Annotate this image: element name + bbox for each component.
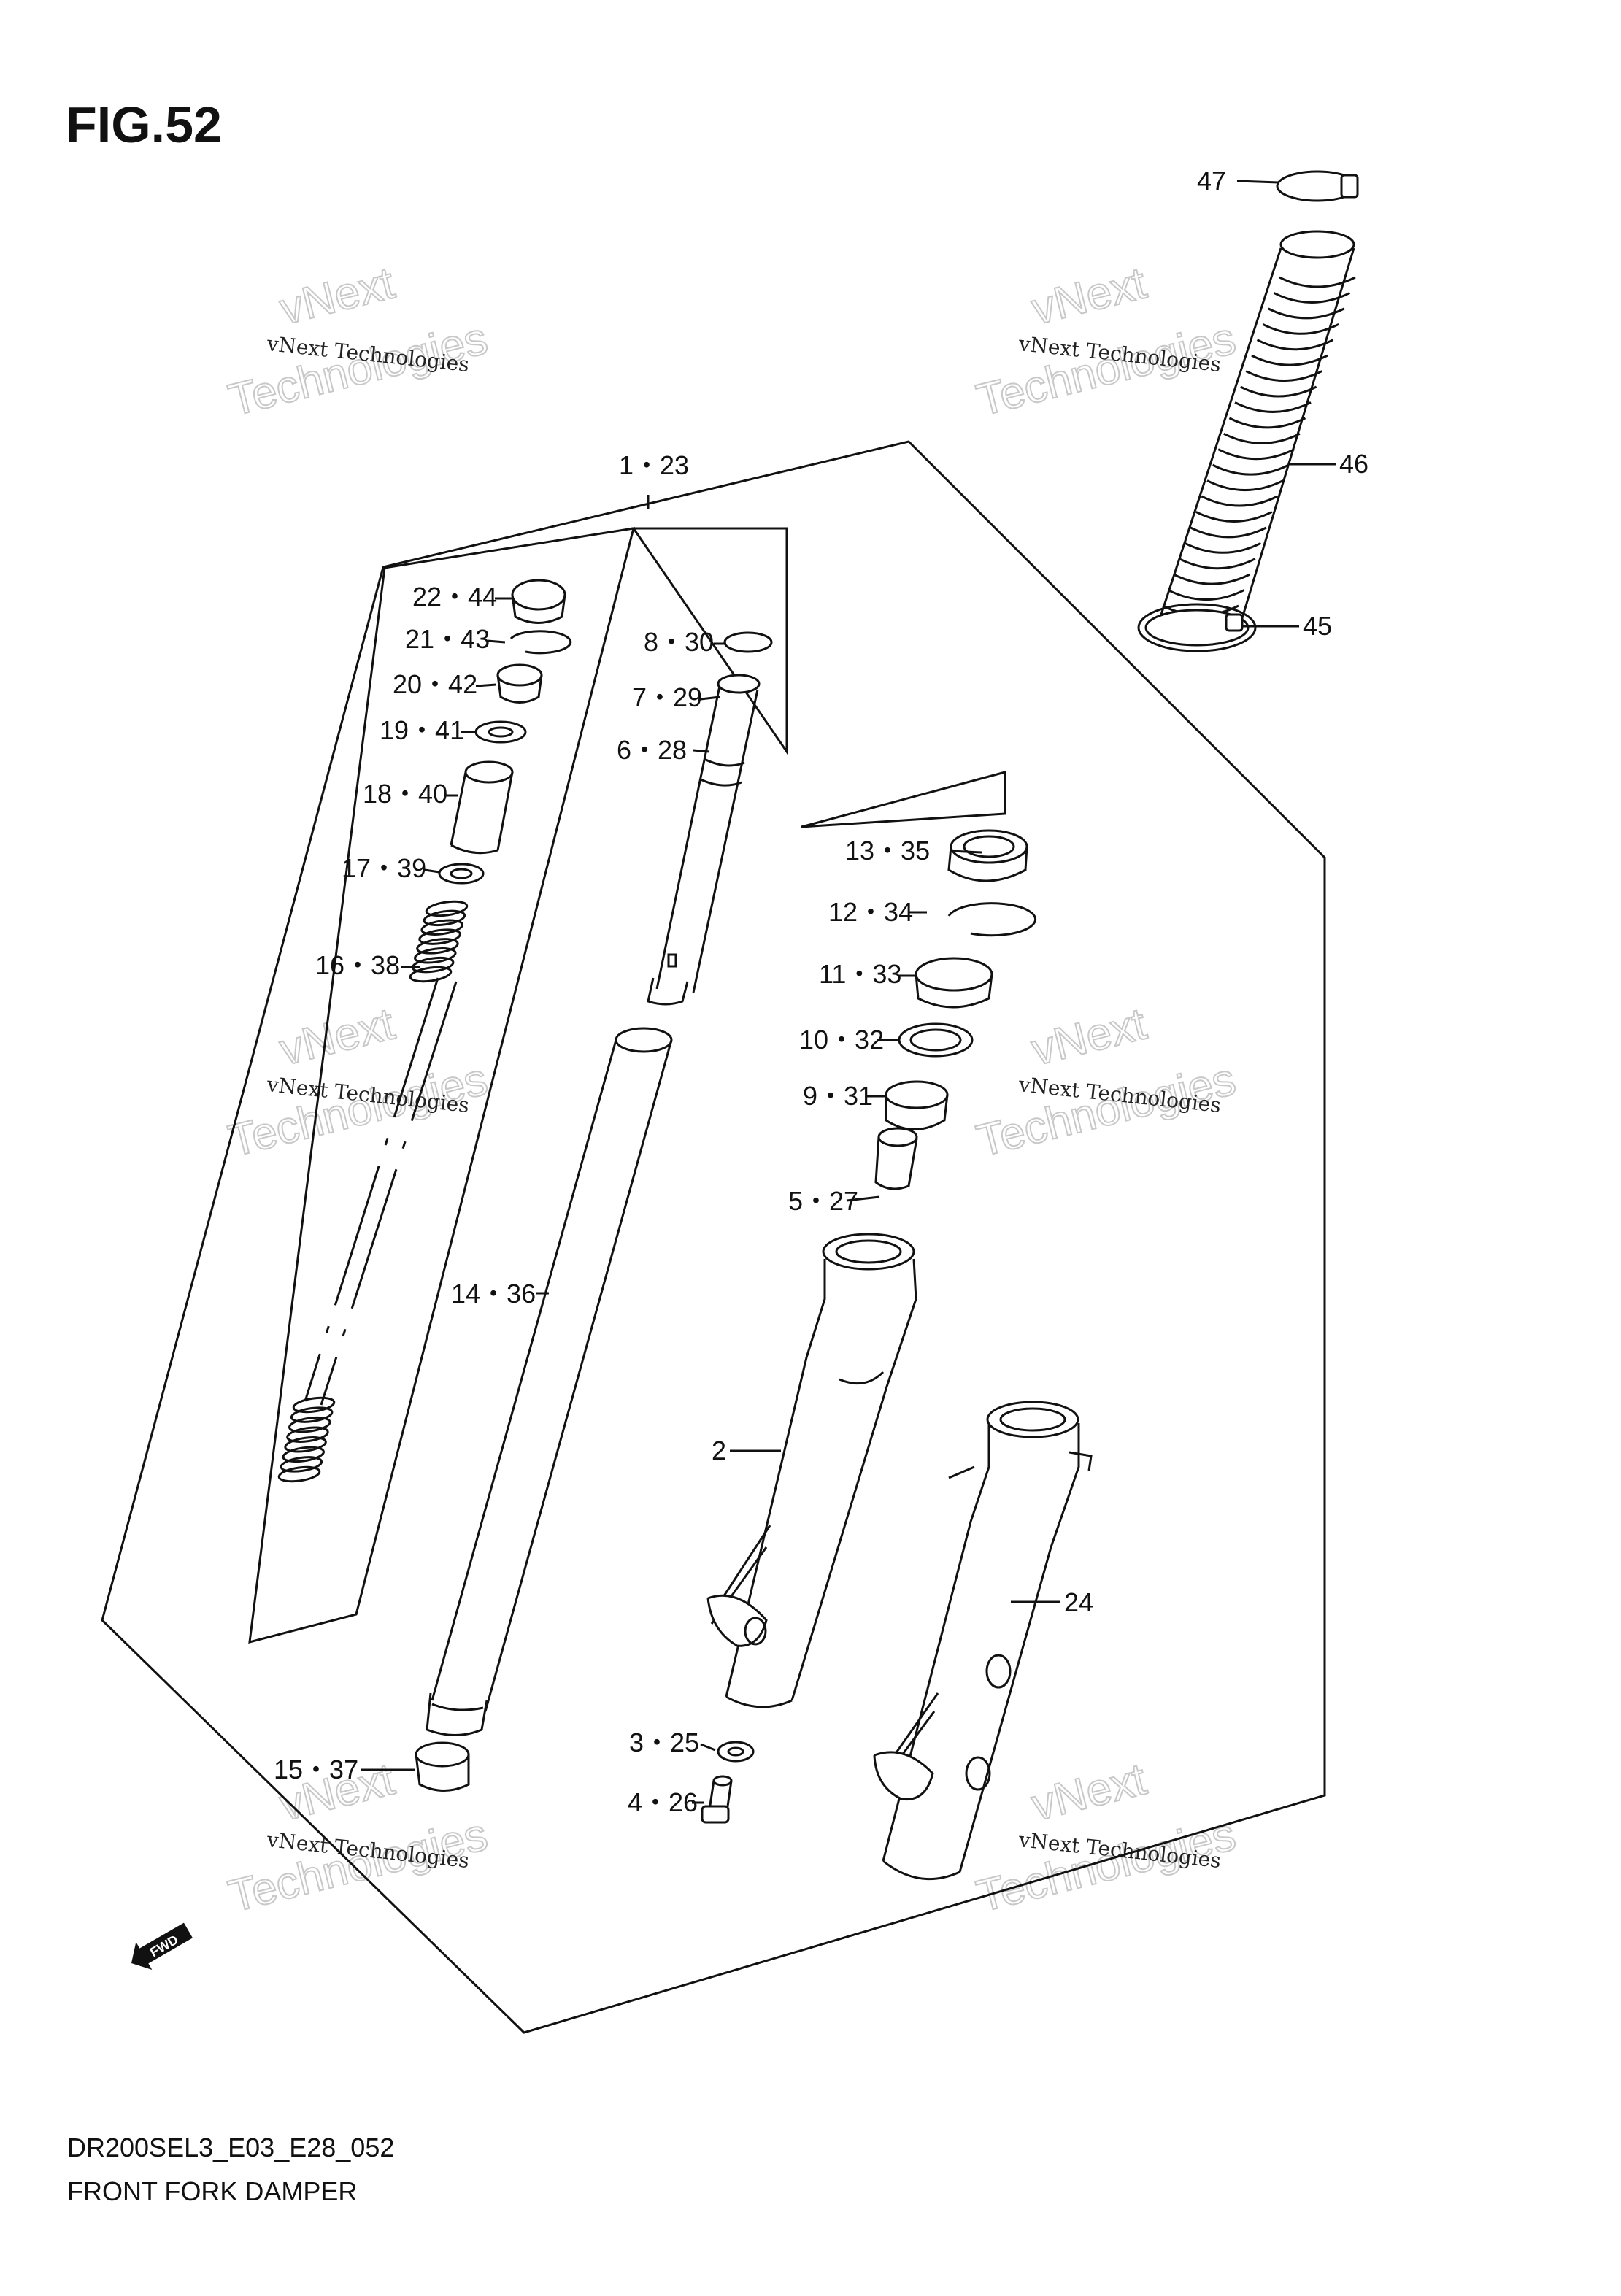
callout-4-26: 4・26 <box>628 1787 698 1817</box>
gasket-washer <box>717 1741 755 1763</box>
snap-ring <box>509 630 572 655</box>
fork-spring <box>277 900 469 1483</box>
callout-1-23: 1・23 <box>619 450 689 480</box>
callout-12-34: 12・34 <box>828 897 913 927</box>
fork-cap-bolt <box>511 579 566 624</box>
watermark-big-1: vNext <box>275 998 399 1075</box>
dust-seal <box>947 829 1028 882</box>
oil-seal-retainer <box>898 1022 974 1058</box>
spring-seat <box>496 663 543 704</box>
dust-boot <box>1144 230 1356 647</box>
callout-22-44: 22・44 <box>412 582 497 612</box>
callout-3-25: 3・25 <box>629 1727 699 1757</box>
callout-18-40: 18・40 <box>363 779 447 809</box>
watermark-mid-right: vNext Technologies vNext Technologies <box>971 998 1241 1167</box>
forward-direction-badge: FWD <box>131 1922 193 1971</box>
spring-group-outline <box>248 527 636 1644</box>
seal-group-outline <box>801 771 1006 828</box>
callout-19-41: 19・41 <box>380 715 464 745</box>
callout-7-29: 7・29 <box>632 682 702 712</box>
slide-bushing-15 <box>415 1741 470 1792</box>
assembly-outline <box>101 440 1326 2034</box>
callout-47: 47 <box>1197 166 1226 196</box>
callout-5-27: 5・27 <box>788 1186 858 1216</box>
watermark-mid-left: vNext Technologies vNext Technologies <box>223 998 493 1167</box>
oil-seal-stopper-ring <box>947 902 1037 937</box>
washer-17 <box>438 863 485 885</box>
watermark-bottom-right: vNext Technologies vNext Technologies <box>971 1753 1241 1922</box>
callout-16-38: 16・38 <box>315 950 400 980</box>
outer-tube-right <box>706 1233 917 1708</box>
watermark-big-1: vNext <box>1027 258 1151 334</box>
damper-rod-bolt <box>701 1775 733 1824</box>
watermark-big-1: vNext <box>275 258 399 334</box>
watermark-top-right: vNext Technologies vNext Technologies <box>971 257 1241 426</box>
callout-labels: 47 46 45 1・23 22・44 21・43 20・42 19・41 18… <box>274 166 1368 1817</box>
callout-20-42: 20・42 <box>393 669 477 699</box>
callout-46: 46 <box>1339 449 1368 479</box>
callout-17-39: 17・39 <box>342 853 426 883</box>
callout-21-43: 21・43 <box>405 624 490 654</box>
boot-clamp-top <box>1276 170 1359 202</box>
callout-13-35: 13・35 <box>845 836 930 866</box>
washer-19 <box>474 720 527 744</box>
guide-metal <box>885 1080 949 1130</box>
callout-2: 2 <box>712 1436 726 1465</box>
callout-15-37: 15・37 <box>274 1754 358 1784</box>
oil-seal <box>915 957 993 1009</box>
callout-24: 24 <box>1064 1587 1093 1617</box>
callout-10-32: 10・32 <box>799 1025 884 1055</box>
callout-45: 45 <box>1303 611 1332 641</box>
oil-lock-piece <box>874 1127 918 1190</box>
figure-code: DR200SEL3_E03_E28_052 <box>67 2133 394 2162</box>
inner-tube <box>426 1027 673 1736</box>
boot-clamp-bottom <box>1137 603 1257 652</box>
figure-title: FRONT FORK DAMPER <box>67 2176 357 2206</box>
callout-11-33: 11・33 <box>819 959 901 989</box>
watermark-big-1: vNext <box>1027 998 1151 1075</box>
figure-number: FIG.52 <box>66 96 222 153</box>
spacer-pipe <box>450 760 514 855</box>
damper-rod-outline <box>631 527 788 755</box>
leader-lines <box>361 180 1336 1804</box>
watermark-big-1: vNext <box>1027 1754 1151 1830</box>
outer-tube-left <box>873 1401 1093 1881</box>
watermark-top-left: vNext Technologies vNext Technologies <box>223 257 493 426</box>
callout-9-31: 9・31 <box>803 1081 873 1111</box>
callout-8-30: 8・30 <box>644 627 714 657</box>
damper-rod <box>647 631 773 1006</box>
callout-14-36: 14・36 <box>451 1279 536 1309</box>
callout-6-28: 6・28 <box>617 735 687 765</box>
